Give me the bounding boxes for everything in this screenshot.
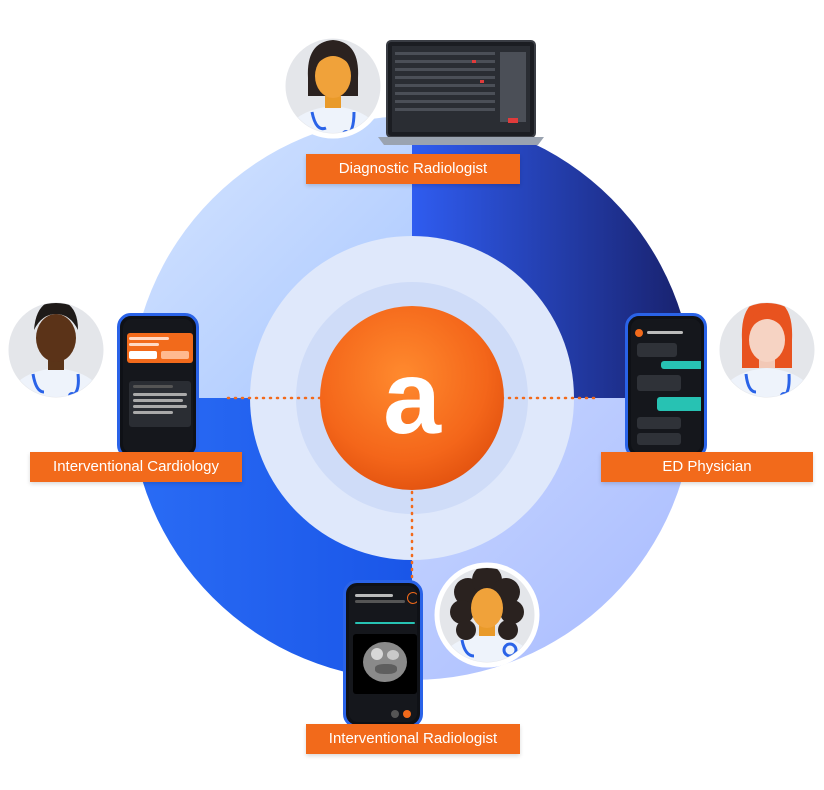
laptop-icon bbox=[378, 40, 544, 145]
phone-icon bbox=[625, 313, 707, 459]
role-label-diagnostic-radiologist: Diagnostic Radiologist bbox=[306, 154, 520, 184]
logo-letter: a bbox=[383, 340, 442, 456]
phone-icon bbox=[343, 580, 423, 728]
female-doctor-icon bbox=[280, 33, 386, 139]
role-label-ed-physician: ED Physician bbox=[601, 452, 813, 482]
role-label-interventional-cardiology: Interventional Cardiology bbox=[30, 452, 242, 482]
connectors bbox=[226, 396, 598, 582]
curly-hair-doctor-icon bbox=[434, 562, 540, 668]
logo-orb bbox=[320, 306, 504, 490]
redhead-doctor-icon bbox=[714, 297, 820, 403]
phone-icon bbox=[117, 313, 199, 459]
role-label-interventional-radiologist: Interventional Radiologist bbox=[306, 724, 520, 754]
male-doctor-icon bbox=[3, 297, 109, 403]
